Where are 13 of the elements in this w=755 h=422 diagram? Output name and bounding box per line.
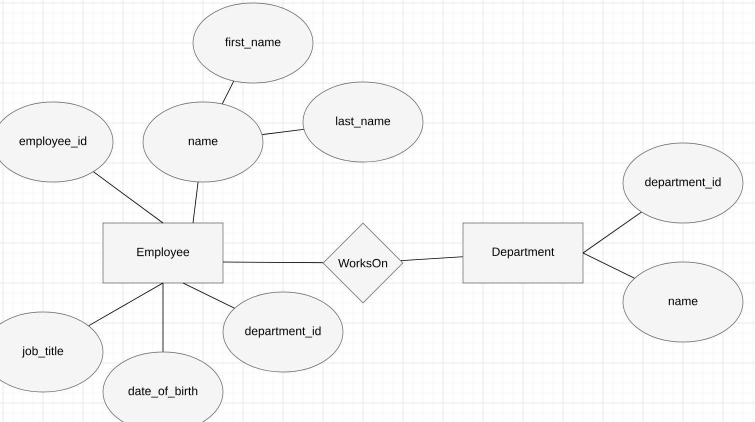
entity-box: Employee — [102, 222, 224, 284]
connector-line — [222, 262, 324, 264]
connector-line — [192, 182, 198, 224]
entity-box: Department — [462, 222, 584, 284]
connector-line — [93, 171, 164, 224]
connector-line — [582, 252, 635, 279]
connector-line — [262, 129, 304, 135]
connector-line — [400, 256, 464, 262]
connector-line — [582, 212, 642, 254]
connector-line — [162, 282, 164, 352]
connector-line — [222, 80, 234, 104]
connector-line — [182, 282, 235, 309]
connector-line — [88, 282, 164, 326]
